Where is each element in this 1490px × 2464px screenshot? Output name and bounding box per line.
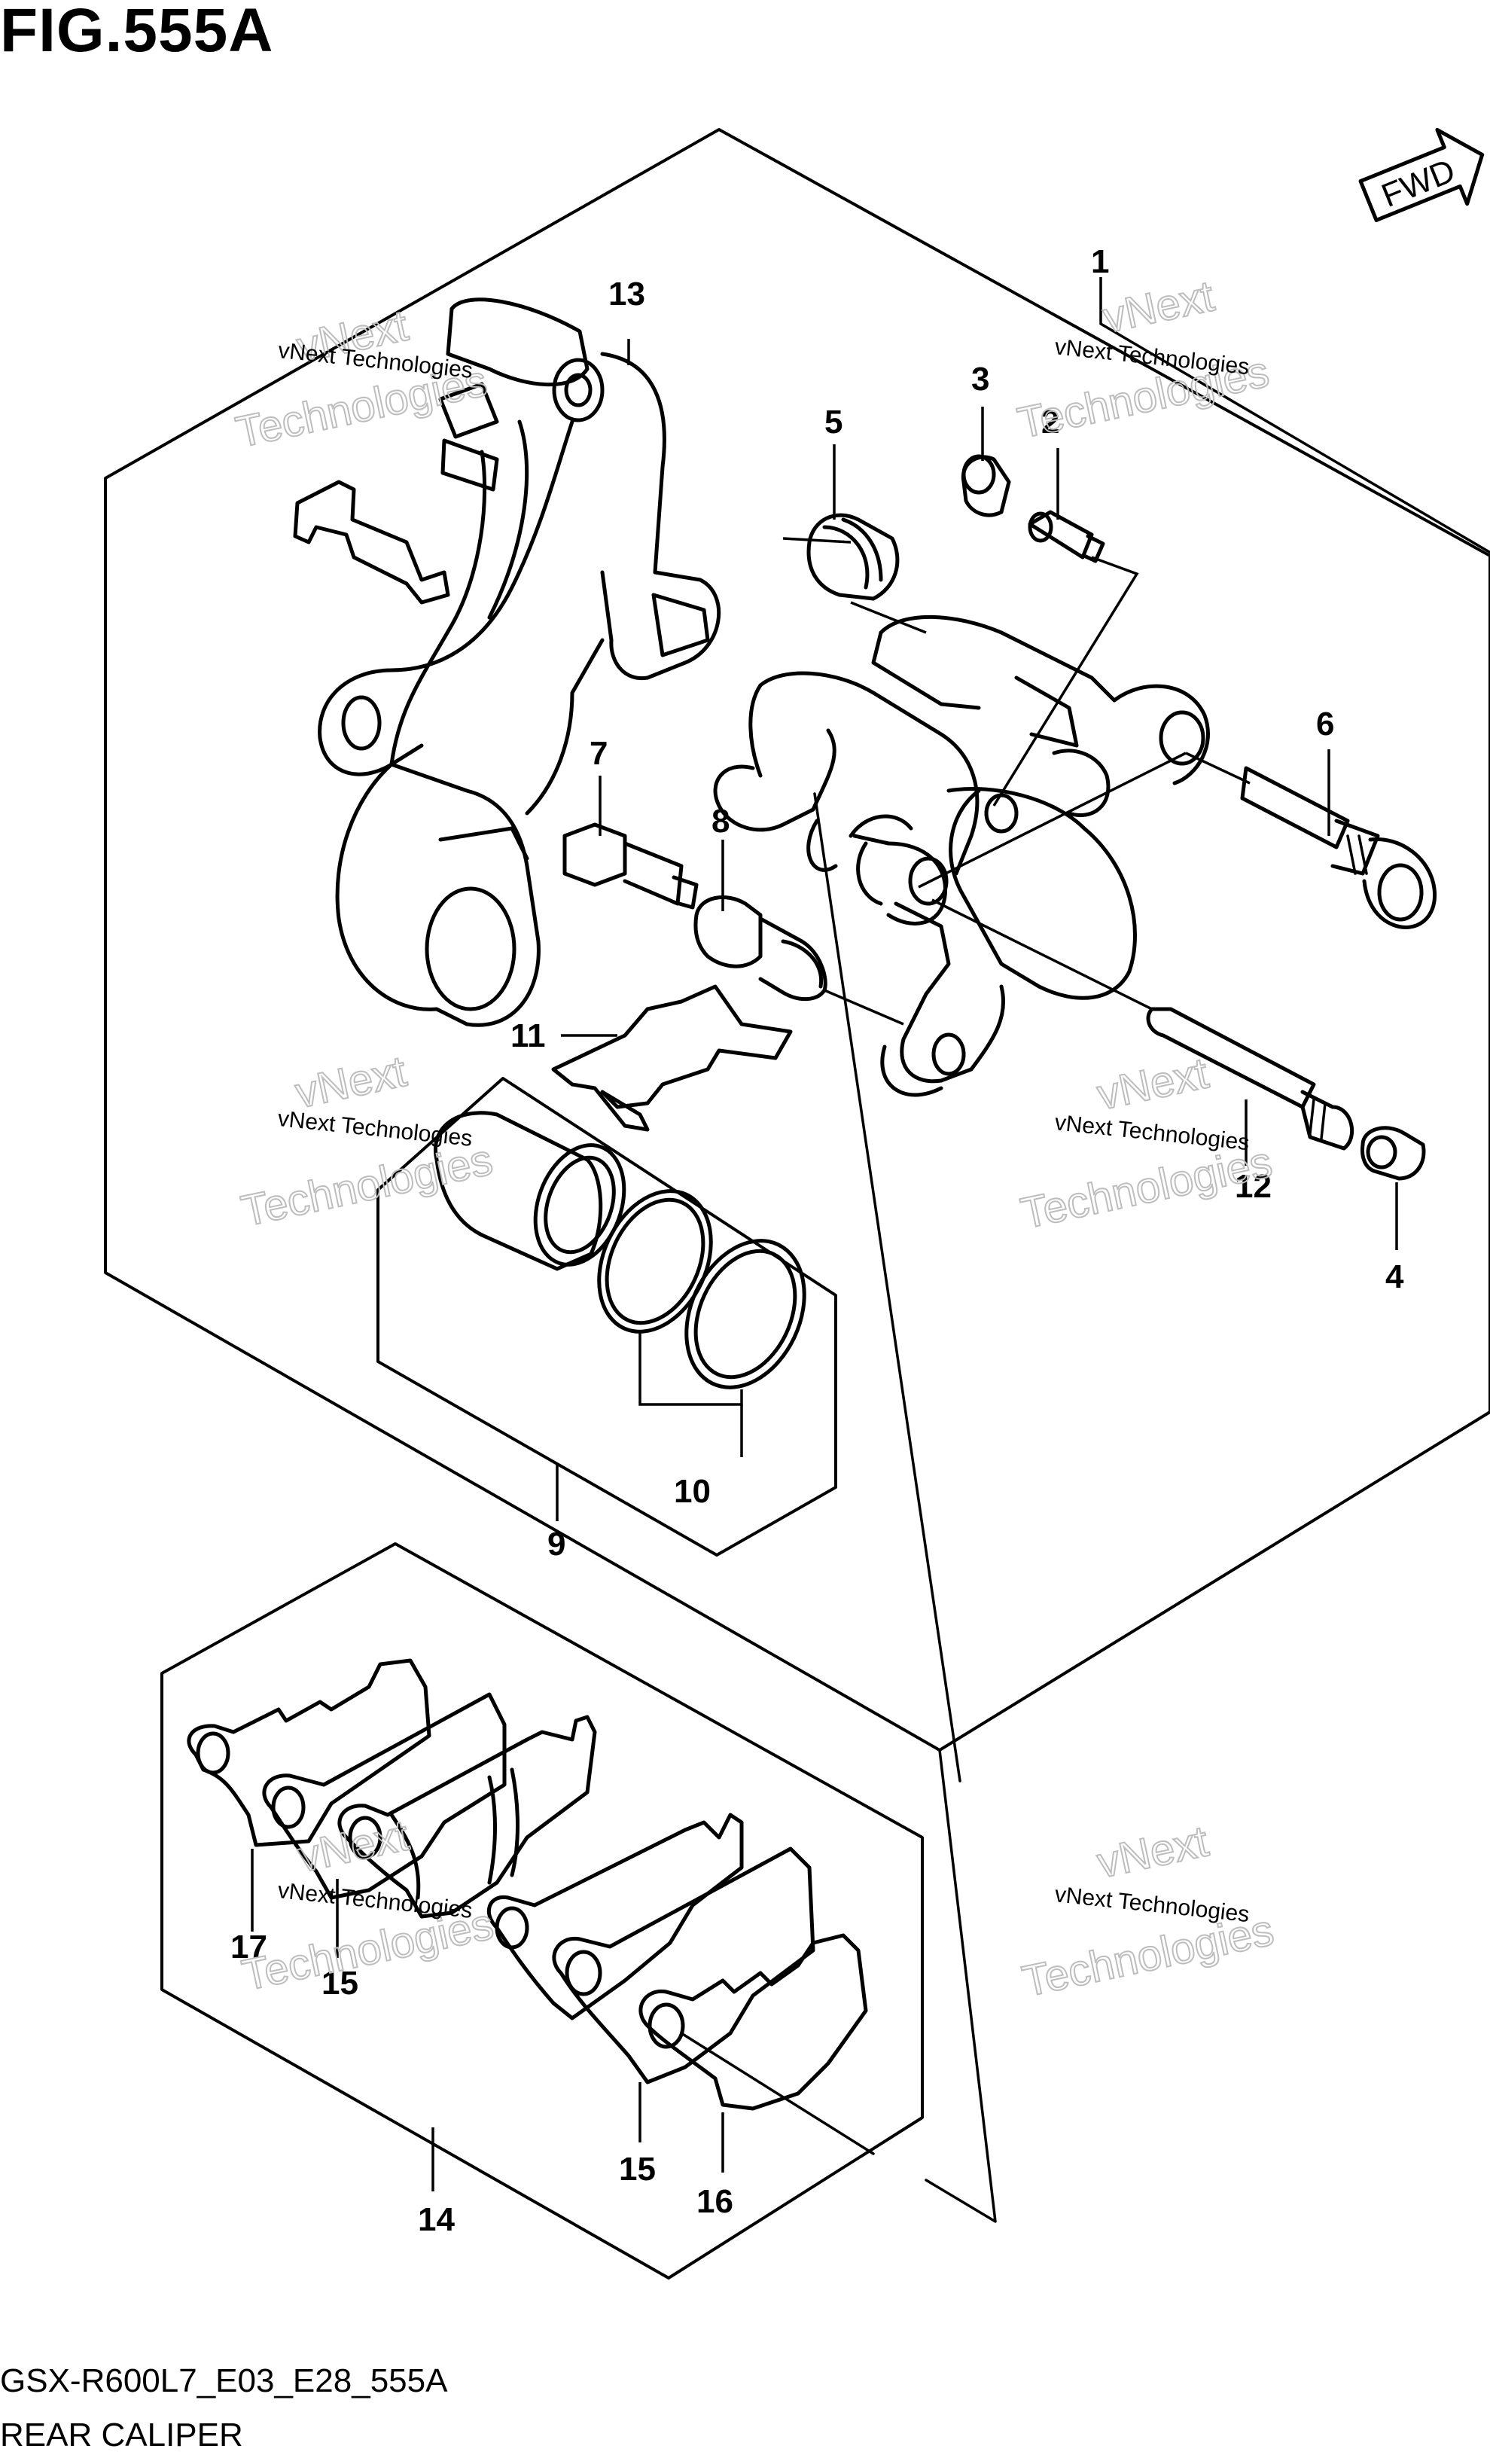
callout-3: 3 <box>971 361 989 398</box>
svg-text:vNext Technologies: vNext Technologies <box>276 1106 474 1151</box>
forward-direction-arrow: FWD <box>1358 127 1485 222</box>
part-4-pin-cap <box>1361 1126 1426 1181</box>
part-13-clip <box>293 480 450 605</box>
part-16-brake-pad-right <box>486 1813 744 2020</box>
watermarks: vNext Technologies vNext Technologies vN… <box>231 270 1278 2007</box>
svg-text:vNext: vNext <box>291 1047 411 1118</box>
callout-13: 13 <box>608 276 645 313</box>
part-15-pad-shim-left <box>262 1692 507 1900</box>
caliper-assembly-frame <box>104 128 1490 1752</box>
fwd-arrow-icon <box>1358 127 1485 222</box>
part-1-caliper-body <box>713 614 1210 1097</box>
part-16-brake-pad-left <box>337 1715 597 1919</box>
callout-12: 12 <box>1235 1168 1272 1205</box>
watermark: vNext Technologies vNext Technologies <box>236 1046 498 1237</box>
part-15-pad-shim-right <box>552 1846 815 2084</box>
part-17-pad-shim-right <box>638 1933 875 2155</box>
callout-4: 4 <box>1385 1258 1404 1295</box>
figure-title: FIG.555A <box>0 0 274 65</box>
watermark: vNext Technologies vNext Technologies <box>1017 1816 1278 2007</box>
part-10-piston-seals <box>597 1189 806 1389</box>
callout-14: 14 <box>418 2201 455 2238</box>
part-8-boot <box>693 895 827 1002</box>
part-3-bleeder-cap <box>961 454 1011 517</box>
svg-text:vNext: vNext <box>1093 1816 1213 1887</box>
callout-10: 10 <box>674 1473 711 1510</box>
part-6-slide-pin <box>1240 766 1437 929</box>
part-17-pad-shim <box>187 1658 431 1847</box>
leader-lines <box>251 277 1490 2191</box>
svg-text:vNext Technologies: vNext Technologies <box>1053 1882 1251 1927</box>
part-11-pad-spring <box>551 984 793 1132</box>
part-12-slide-pin <box>1146 1007 1354 1151</box>
pad-set-frame <box>160 1542 924 2280</box>
callout-7: 7 <box>590 735 608 772</box>
callout-15b: 15 <box>619 2151 656 2188</box>
callout-5: 5 <box>824 404 843 441</box>
part-5-plug <box>806 513 900 601</box>
frame-guide-line <box>813 792 961 1782</box>
assembly-frames <box>104 128 1490 2280</box>
figure-name: REAR CALIPER <box>0 2417 243 2453</box>
part-9-piston <box>434 1111 626 1271</box>
part-2-bleeder-valve <box>1028 510 1105 563</box>
callout-17: 17 <box>230 1929 267 1965</box>
watermark: vNext Technologies vNext Technologies <box>1013 270 1274 448</box>
callout-8: 8 <box>711 803 730 840</box>
callout-11: 11 <box>510 1017 546 1054</box>
svg-text:vNext Technologies: vNext Technologies <box>1053 1110 1251 1155</box>
svg-text:Technologies: Technologies <box>237 1135 497 1236</box>
callout-6: 6 <box>1316 706 1334 743</box>
part-7-bolt <box>562 822 699 910</box>
callout-labels: 1 2 3 4 5 6 7 8 9 10 11 12 13 14 15 15 1… <box>230 243 1404 2238</box>
piston-kit-frame <box>376 1077 837 1557</box>
part-13-caliper-bracket <box>318 297 721 1027</box>
callout-9: 9 <box>547 1526 565 1563</box>
frame-guide-line <box>925 1749 997 2223</box>
callout-2: 2 <box>1041 404 1059 441</box>
svg-text:vNext: vNext <box>1098 271 1218 342</box>
watermark: vNext Technologies vNext Technologies <box>237 1810 498 2002</box>
svg-text:vNext: vNext <box>1093 1048 1213 1119</box>
callout-1: 1 <box>1091 243 1109 280</box>
callout-15a: 15 <box>321 1965 358 2002</box>
watermark: vNext Technologies vNext Technologies <box>1016 1048 1277 1239</box>
callout-16: 16 <box>696 2183 733 2220</box>
figure-code: GSX-R600L7_E03_E28_555A <box>0 2362 448 2399</box>
